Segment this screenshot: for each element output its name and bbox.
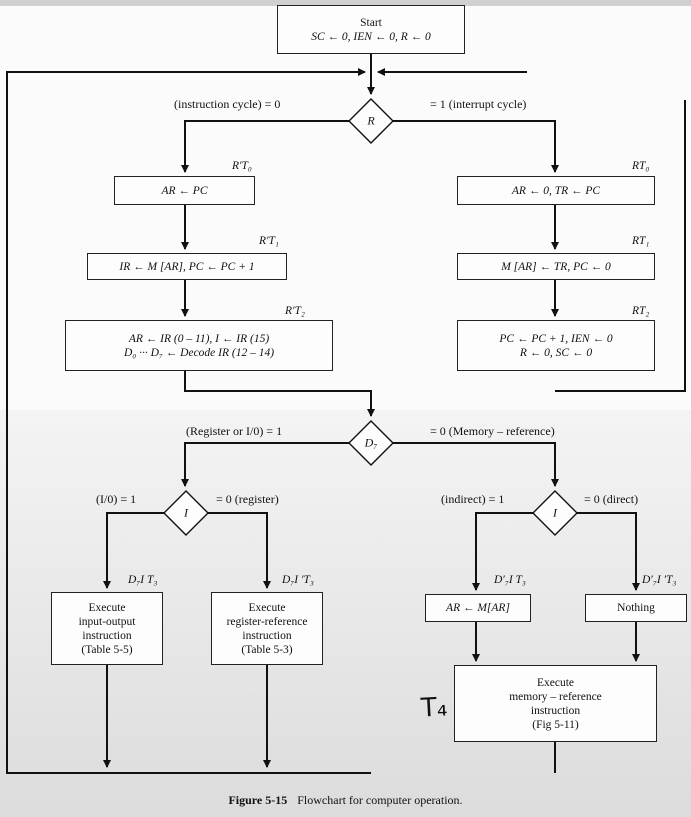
execute-memory-line-3: instruction bbox=[530, 704, 581, 717]
interrupt-save-box: AR ← 0, TR ← PC bbox=[457, 176, 655, 205]
fetch-ar-pc-text: AR ← PC bbox=[161, 184, 208, 197]
execute-io-line-2: input-output bbox=[78, 615, 136, 628]
handwritten-t4-annotation: T₄ bbox=[420, 692, 449, 724]
register-label: = 0 (register) bbox=[216, 492, 279, 506]
timing-d7-inot-t3: D₇I ′T₃ bbox=[282, 574, 314, 586]
execute-register-line-4: (Table 5-3) bbox=[241, 643, 293, 656]
interrupt-save-text: AR ← 0, TR ← PC bbox=[511, 184, 601, 197]
instruction-cycle-label: (instruction cycle) = 0 bbox=[174, 97, 281, 111]
interrupt-reset-line-1: PC ← PC + 1, IEN ← 0 bbox=[499, 332, 613, 345]
execute-io-line-4: (Table 5-5) bbox=[81, 643, 133, 656]
i-right-decision-text: I bbox=[553, 505, 557, 520]
interrupt-reset-line-2: R ← 0, SC ← 0 bbox=[519, 346, 593, 359]
execute-io-box: Execute input-output instruction (Table … bbox=[51, 592, 163, 665]
nothing-text: Nothing bbox=[617, 602, 655, 614]
execute-memory-box: Execute memory – reference instruction (… bbox=[454, 665, 657, 742]
fetch-ir-box: IR ← M [AR], PC ← PC + 1 bbox=[87, 253, 287, 280]
direct-label: = 0 (direct) bbox=[584, 492, 639, 506]
interrupt-store-text: M [AR] ← TR, PC ← 0 bbox=[501, 260, 611, 273]
execute-io-line-3: instruction bbox=[82, 629, 132, 642]
nothing-box: Nothing bbox=[585, 594, 687, 622]
execute-io-line-1: Execute bbox=[88, 601, 126, 614]
execute-register-line-2: register-reference bbox=[226, 615, 308, 628]
io-label: (I/0) = 1 bbox=[96, 492, 137, 506]
figure-caption: Figure 5-15 Flowchart for computer operat… bbox=[0, 793, 691, 808]
fetch-ir-text: IR ← M [AR], PC ← PC + 1 bbox=[119, 260, 255, 273]
figure-number: Figure 5-15 bbox=[228, 793, 288, 807]
d7-decision-diamond bbox=[348, 420, 394, 466]
i-left-decision-text: I bbox=[184, 505, 188, 520]
timing-rt0-not: R′T₀ bbox=[232, 160, 252, 172]
start-init: SC ← 0, IEN ← 0, R ← 0 bbox=[311, 30, 431, 43]
interrupt-cycle-label: = 1 (interrupt cycle) bbox=[430, 97, 527, 111]
execute-register-line-1: Execute bbox=[248, 601, 286, 614]
start-label: Start bbox=[360, 16, 382, 29]
start-box: Start SC ← 0, IEN ← 0, R ← 0 bbox=[277, 5, 465, 54]
execute-register-line-3: instruction bbox=[242, 629, 292, 642]
memory-reference-label: = 0 (Memory – reference) bbox=[430, 424, 555, 438]
d7-decision-text: D₇ bbox=[364, 435, 378, 450]
i-left-decision-diamond bbox=[163, 490, 209, 536]
r-decision-text: R bbox=[367, 113, 375, 128]
timing-rt0: RT₀ bbox=[632, 160, 650, 172]
timing-rt2: RT₂ bbox=[632, 305, 650, 317]
timing-d7not-inot-t3: D′₇I ′T₃ bbox=[642, 574, 677, 586]
top-strip bbox=[0, 0, 691, 6]
execute-memory-line-4: (Fig 5-11) bbox=[532, 718, 579, 731]
r-decision-diamond bbox=[348, 98, 394, 144]
execute-memory-line-2: memory – reference bbox=[509, 690, 602, 703]
i-right-decision-diamond bbox=[532, 490, 578, 536]
indirect-fetch-text: AR ← M[AR] bbox=[446, 602, 510, 614]
timing-rt1-not: R′T₁ bbox=[259, 235, 279, 247]
execute-memory-line-1: Execute bbox=[536, 676, 575, 689]
timing-rt1: RT₁ bbox=[632, 235, 650, 247]
indirect-label: (indirect) = 1 bbox=[441, 492, 505, 506]
figure-caption-text: Flowchart for computer operation. bbox=[297, 793, 463, 807]
decode-box: AR ← IR (0 – 11), I ← IR (15) D₀ ··· D₇ … bbox=[65, 320, 333, 371]
timing-d7-i-t3: D₇I T₃ bbox=[128, 574, 158, 586]
fetch-ar-pc-box: AR ← PC bbox=[114, 176, 255, 205]
indirect-fetch-box: AR ← M[AR] bbox=[425, 594, 531, 622]
execute-register-box: Execute register-reference instruction (… bbox=[211, 592, 323, 665]
decode-line-1: AR ← IR (0 – 11), I ← IR (15) bbox=[128, 332, 270, 345]
timing-d7not-i-t3: D′₇I T₃ bbox=[494, 574, 526, 586]
interrupt-reset-box: PC ← PC + 1, IEN ← 0 R ← 0, SC ← 0 bbox=[457, 320, 655, 371]
register-io-label: (Register or I/0) = 1 bbox=[186, 424, 283, 438]
decode-line-2: D₀ ··· D₇ ← Decode IR (12 – 14) bbox=[123, 346, 275, 359]
timing-rt2-not: R′T₂ bbox=[285, 305, 305, 317]
interrupt-store-box: M [AR] ← TR, PC ← 0 bbox=[457, 253, 655, 280]
